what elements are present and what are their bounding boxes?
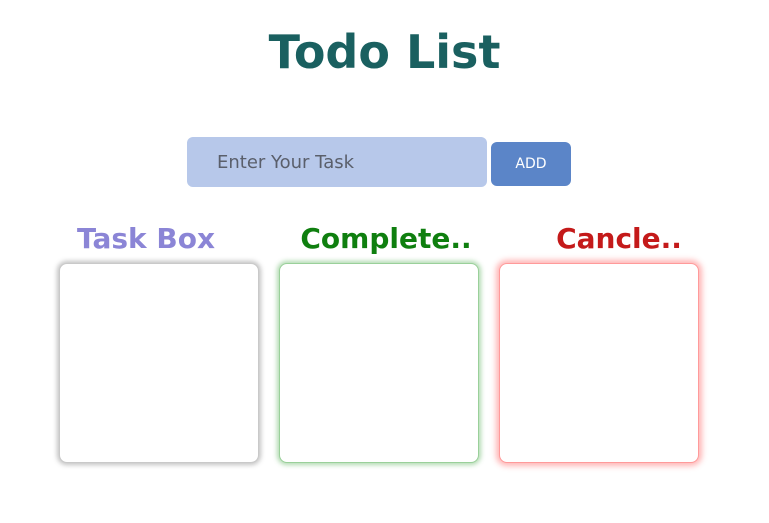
add-button[interactable]: ADD xyxy=(491,142,571,186)
cancel-box-list xyxy=(499,263,699,463)
task-box-list xyxy=(59,263,259,463)
task-input[interactable] xyxy=(187,137,487,187)
complete-title: Complete.. xyxy=(300,222,472,255)
page-title: Todo List xyxy=(268,25,501,79)
task-box-title: Task Box xyxy=(76,222,216,255)
cancel-title: Cancle.. xyxy=(556,222,682,255)
complete-box-list xyxy=(279,263,479,463)
